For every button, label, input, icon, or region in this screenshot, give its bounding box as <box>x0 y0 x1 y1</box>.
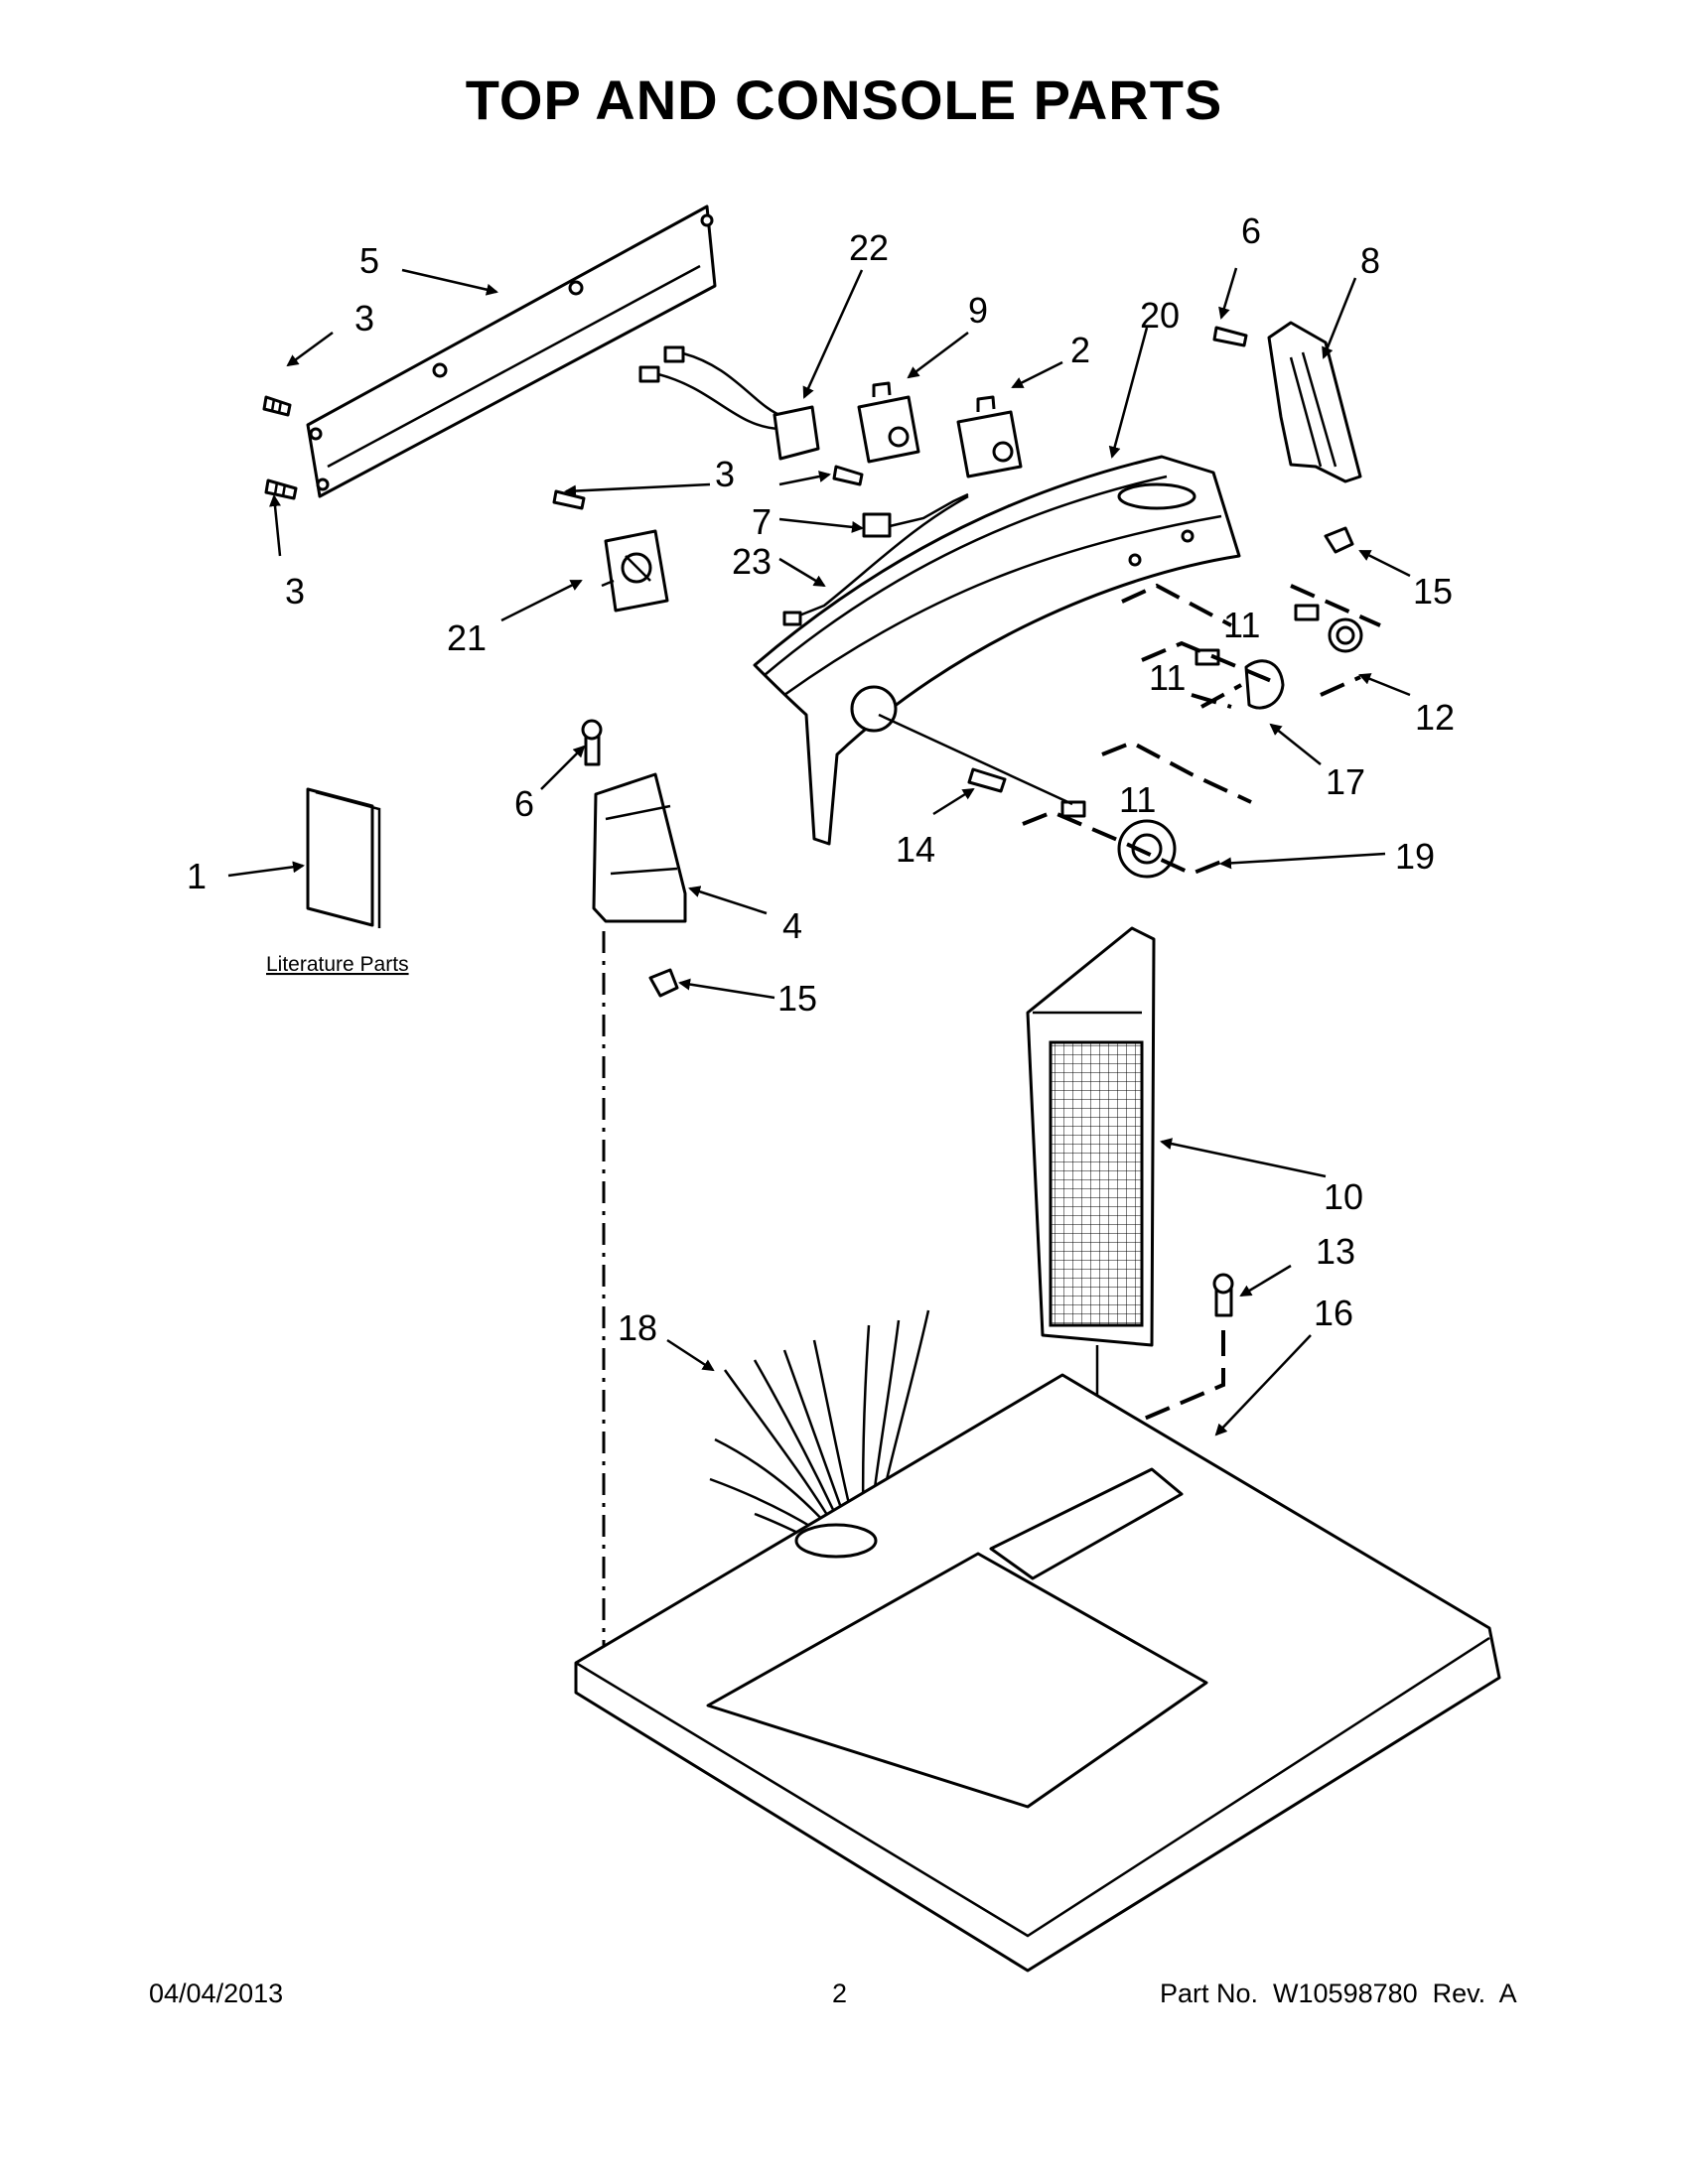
callout-11-lower: 11 <box>1119 779 1156 820</box>
callout-13: 13 <box>1316 1231 1355 1272</box>
footer-date: 04/04/2013 <box>149 1979 284 2008</box>
clip-parts-11 <box>1060 604 1320 818</box>
knob-part-17 <box>1244 659 1285 710</box>
callout-10: 10 <box>1324 1176 1363 1217</box>
screw-part-13 <box>1212 1273 1234 1317</box>
console-rear-panel-part <box>306 205 717 498</box>
screw-part-6-left <box>581 719 603 766</box>
callout-3-bottom: 3 <box>285 571 305 612</box>
callout-18: 18 <box>618 1307 657 1348</box>
footer-part-number: Part No. W10598780 Rev. A <box>1160 1979 1517 2008</box>
screw-part-3-middle <box>832 465 864 486</box>
callout-2: 2 <box>1070 330 1090 370</box>
callout-3-middle: 3 <box>715 454 735 494</box>
callout-21: 21 <box>447 617 487 658</box>
wire-part-23 <box>782 494 969 626</box>
callout-20: 20 <box>1140 295 1180 336</box>
knob-part-12 <box>1328 617 1363 653</box>
connector-part-7 <box>862 492 969 538</box>
console-end-cap-part-4 <box>592 772 687 923</box>
callout-3-top: 3 <box>354 298 374 339</box>
footer-page-number: 2 <box>832 1979 848 2008</box>
screw-part-3-lower <box>264 478 298 500</box>
top-panel-part <box>574 1373 1501 1973</box>
callout-19: 19 <box>1395 836 1435 877</box>
literature-parts-label: Literature Parts <box>266 953 409 976</box>
console-end-cap-part-8 <box>1267 321 1362 483</box>
clip-part-15-right <box>1324 526 1354 554</box>
callout-6-right: 6 <box>1241 210 1261 251</box>
callout-22: 22 <box>849 227 889 268</box>
callout-11-middle: 11 <box>1149 657 1186 698</box>
callout-7: 7 <box>752 501 772 542</box>
screw-part-6-right <box>1212 326 1248 347</box>
literature-part <box>306 787 381 928</box>
callout-15-left: 15 <box>777 978 817 1019</box>
callout-16: 16 <box>1314 1293 1353 1333</box>
callout-4: 4 <box>782 905 802 946</box>
selector-switch-part-9 <box>857 381 920 464</box>
callout-6-left: 6 <box>514 783 534 824</box>
timer-part <box>601 529 669 613</box>
callout-1: 1 <box>187 856 207 896</box>
console-part <box>753 455 1241 846</box>
screw-part-3-left-of-timer <box>552 489 586 510</box>
lint-screen-part <box>1026 926 1156 1347</box>
callout-8: 8 <box>1360 240 1380 281</box>
callout-17: 17 <box>1326 761 1365 802</box>
callout-23: 23 <box>732 541 772 582</box>
callout-5: 5 <box>359 240 379 281</box>
screw-part-3-upper <box>262 395 292 417</box>
clip-part-15-left <box>648 968 679 998</box>
callout-12: 12 <box>1415 697 1455 738</box>
push-switch-part-2 <box>956 395 1023 478</box>
wire-harness-part <box>638 345 820 461</box>
callout-9: 9 <box>968 290 988 331</box>
callout-11-upper: 11 <box>1223 605 1260 645</box>
callout-15-right: 15 <box>1413 571 1453 612</box>
page-title: TOP AND CONSOLE PARTS <box>465 68 1223 131</box>
callout-14: 14 <box>896 829 935 870</box>
knob-part-19 <box>1117 819 1177 879</box>
shaft-part-14 <box>878 713 1073 806</box>
